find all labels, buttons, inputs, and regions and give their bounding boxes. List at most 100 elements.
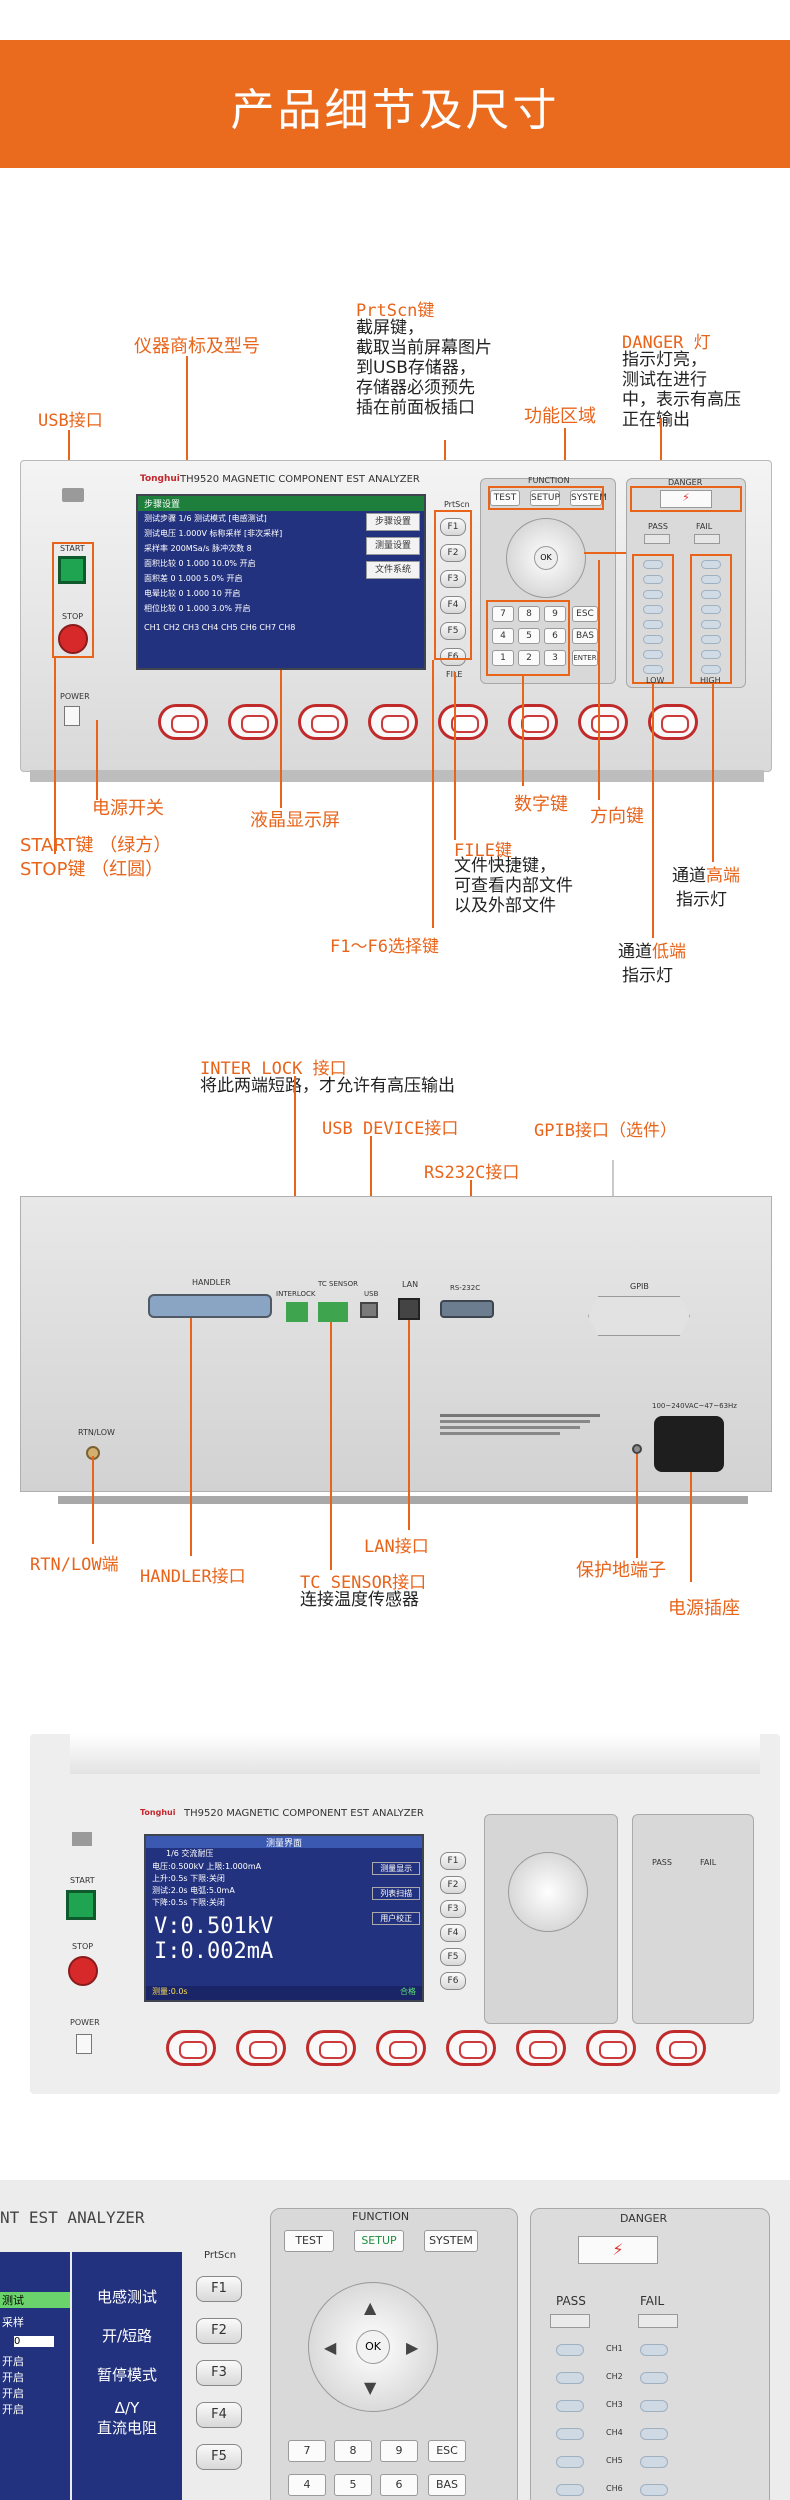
lan-port[interactable] [398, 1298, 420, 1320]
zoom-key-7[interactable]: 7 [288, 2440, 326, 2462]
terminal-ch6 [508, 704, 558, 740]
zoom-f3-key[interactable]: F3 [196, 2360, 242, 2386]
zoom-f1-key[interactable]: F1 [196, 2276, 242, 2302]
interlock-port[interactable] [286, 1302, 308, 1322]
usb-port-icon-2[interactable] [72, 1832, 92, 1846]
f1-key-2[interactable]: F1 [440, 1852, 466, 1870]
zoom-ch6: CH6 [606, 2484, 623, 2493]
interlock-desc: 将此两端短路，才允许有高压输出 [200, 1076, 455, 1096]
f6-key-2[interactable]: F6 [440, 1972, 466, 1990]
stop-button[interactable] [58, 624, 88, 654]
ok-button[interactable]: OK [534, 546, 558, 570]
f3-key[interactable]: F3 [440, 570, 466, 588]
zoom-setup-button[interactable]: SETUP [354, 2230, 404, 2252]
f1-key[interactable]: F1 [440, 518, 466, 536]
zoom-ch1: CH1 [606, 2344, 623, 2353]
f2-key-2[interactable]: F2 [440, 1876, 466, 1894]
rear-panel [20, 1196, 772, 1492]
zoom-key-5[interactable]: 5 [334, 2474, 372, 2496]
danger-lamp: ⚡ [660, 490, 712, 508]
key-2[interactable]: 2 [518, 650, 540, 666]
key-3[interactable]: 3 [544, 650, 566, 666]
zoom-key-9[interactable]: 9 [380, 2440, 418, 2462]
terminal-ch2 [228, 704, 278, 740]
lcd-title: 步骤设置 [138, 496, 424, 511]
key-5[interactable]: 5 [518, 628, 540, 644]
key-6[interactable]: 6 [544, 628, 566, 644]
terminal-2-ch7 [586, 2030, 636, 2066]
fail-lamp [694, 534, 720, 544]
prtscn-key[interactable]: PrtScn [444, 500, 470, 509]
f4-key-2[interactable]: F4 [440, 1924, 466, 1942]
zoom-test-button[interactable]: TEST [284, 2230, 334, 2252]
zoom-key-6[interactable]: 6 [380, 2474, 418, 2496]
start-button[interactable] [58, 556, 86, 584]
prtscn-desc: 截屏键， 截取当前屏幕图片 到USB存储器， 存储器必须预先 插在前面板插口 [356, 318, 492, 418]
zoom-f5-key[interactable]: F5 [196, 2444, 242, 2470]
key-bas[interactable]: BAS [572, 628, 598, 644]
key-enter[interactable]: ENTER [572, 650, 598, 666]
key-4[interactable]: 4 [492, 628, 514, 644]
setup-button[interactable]: SETUP [530, 490, 560, 506]
start-button-2[interactable] [66, 1890, 96, 1920]
zoom-system-button[interactable]: SYSTEM [424, 2230, 478, 2252]
terminal-ch8 [648, 704, 698, 740]
zoom-f4-key[interactable]: F4 [196, 2402, 242, 2428]
f5-key[interactable]: F5 [440, 622, 466, 640]
zoom-side-item: 电感测试 [96, 2288, 157, 2306]
zoom-lcd-item: 测试 [0, 2292, 70, 2308]
down-arrow-icon[interactable]: ▼ [364, 2378, 377, 2397]
zoom-key-4[interactable]: 4 [288, 2474, 326, 2496]
rs232-port[interactable] [440, 1300, 494, 1318]
power-socket-label: 电源插座 [668, 1598, 740, 1619]
key-9[interactable]: 9 [544, 606, 566, 622]
key-1[interactable]: 1 [492, 650, 514, 666]
direction-pad-2[interactable] [508, 1852, 588, 1932]
brand-logo-2: Tonghui [140, 1808, 176, 1817]
left-arrow-icon[interactable]: ◀ [324, 2338, 337, 2357]
zoom-danger-title: DANGER [620, 2212, 668, 2225]
power-socket[interactable] [654, 1416, 724, 1472]
handler-port[interactable] [148, 1294, 272, 1318]
system-button[interactable]: SYSTEM [570, 490, 607, 506]
usb-device-port[interactable] [360, 1302, 378, 1318]
lcd-row: 电压:0.500kV 上限:1.000mA [152, 1861, 262, 1871]
ground-terminal[interactable] [632, 1444, 642, 1454]
stop-button-2[interactable] [68, 1956, 98, 1986]
test-button[interactable]: TEST [490, 490, 520, 506]
pass-label-2: PASS [652, 1858, 672, 1867]
high-label: HIGH [700, 676, 721, 685]
f3-key-2[interactable]: F3 [440, 1900, 466, 1918]
zoom-key-esc[interactable]: ESC [428, 2440, 466, 2462]
power-switch-2[interactable] [76, 2034, 92, 2054]
power-label-2: POWER [70, 2018, 100, 2027]
zoom-key-8[interactable]: 8 [334, 2440, 372, 2462]
zoom-key-bas[interactable]: BAS [428, 2474, 466, 2496]
up-arrow-icon[interactable]: ▲ [364, 2298, 377, 2317]
usb-port-icon[interactable] [62, 488, 84, 502]
zoom-f2-key[interactable]: F2 [196, 2318, 242, 2344]
usb-label: USB接口 [38, 411, 103, 431]
f2-key[interactable]: F2 [440, 544, 466, 562]
f4-key[interactable]: F4 [440, 596, 466, 614]
rear-lan-text: LAN [402, 1280, 419, 1289]
right-arrow-icon[interactable]: ▶ [406, 2338, 419, 2357]
power-switch[interactable] [64, 706, 80, 726]
zoom-ch4: CH4 [606, 2428, 623, 2437]
lcd-sub-2: 1/6 交流耐压 [166, 1849, 214, 1858]
zoom-prtscn[interactable]: PrtScn [204, 2250, 237, 2261]
key-7[interactable]: 7 [492, 606, 514, 622]
rear-interlock-text: INTERLOCK [276, 1290, 316, 1298]
key-8[interactable]: 8 [518, 606, 540, 622]
key-esc[interactable]: ESC [572, 606, 598, 622]
tc-sensor-port[interactable] [318, 1302, 348, 1322]
ground-label: 保护地端子 [576, 1560, 666, 1581]
terminal-2-ch1 [166, 2030, 216, 2066]
file-key-desc: 文件快捷键， 可查看内部文件 以及外部文件 [454, 856, 573, 916]
zoom-ch2: CH2 [606, 2372, 623, 2381]
f5-key-2[interactable]: F5 [440, 1948, 466, 1966]
zoom-ok-button[interactable]: OK [356, 2330, 390, 2364]
zoom-fail-label: FAIL [640, 2294, 665, 2308]
f6-key[interactable]: F6 [440, 648, 466, 666]
lcd-row: 测试电压 1.000V 标称采样 [非次采样] [144, 529, 283, 538]
